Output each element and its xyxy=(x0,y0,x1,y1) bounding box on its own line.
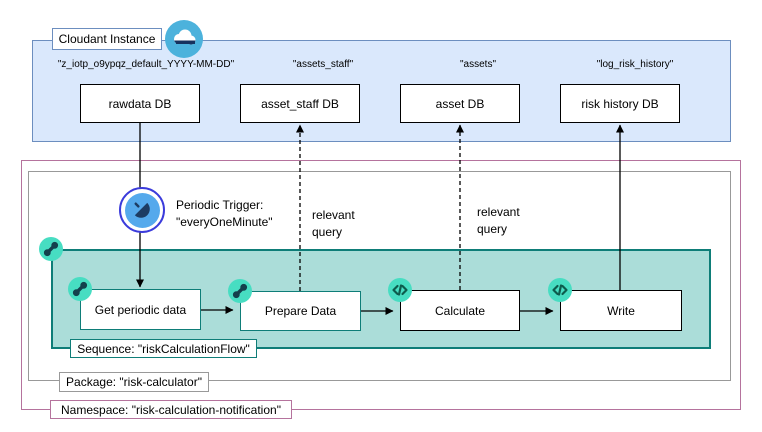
db-tag-assets-staff: "assets_staff" xyxy=(292,59,354,70)
step-label: Write xyxy=(607,303,635,318)
db-tag-rawdata: "z_iotp_o9ypqz_default_YYYY-MM-DD" xyxy=(57,59,235,70)
db-tag-assets: "assets" xyxy=(459,59,497,70)
package-plate: Package: "risk-calculator" xyxy=(59,372,209,392)
namespace-label: Namespace: "risk-calculation-notificatio… xyxy=(61,402,281,417)
code-brackets-icon xyxy=(548,278,572,302)
cloudant-cloud-icon xyxy=(165,20,203,58)
db-box-asset: asset DB xyxy=(400,84,520,123)
sequence-plate: Sequence: "riskCalculationFlow" xyxy=(70,339,257,358)
namespace-plate: Namespace: "risk-calculation-notificatio… xyxy=(50,400,292,419)
linked-nodes-icon xyxy=(228,279,252,303)
cloudant-instance-plate: Cloudant Instance xyxy=(52,28,162,50)
step-box-prepare-data: Prepare Data xyxy=(240,291,361,331)
step-box-write: Write xyxy=(560,290,682,331)
periodic-trigger-icon xyxy=(119,187,165,233)
step-label: Calculate xyxy=(434,303,486,318)
db-box-rawdata: rawdata DB xyxy=(80,84,200,123)
step-box-get-periodic-data: Get periodic data xyxy=(80,289,201,330)
db-tag-log-risk-history: "log_risk_history" xyxy=(596,59,674,70)
sequence-label: Sequence: "riskCalculationFlow" xyxy=(77,341,250,356)
relevant-query-label-right: relevant query xyxy=(477,205,520,236)
satellite-dish-icon xyxy=(124,192,160,228)
db-box-risk-history: risk history DB xyxy=(560,84,680,123)
periodic-trigger-label: Periodic Trigger: "everyOneMinute" xyxy=(176,198,273,229)
db-label-asset-staff: asset_staff DB xyxy=(261,96,339,111)
linked-nodes-icon xyxy=(68,277,92,301)
db-label-asset: asset DB xyxy=(435,96,485,111)
db-box-asset-staff: asset_staff DB xyxy=(240,84,360,123)
step-label: Prepare Data xyxy=(264,304,337,318)
linked-nodes-icon xyxy=(39,237,63,261)
code-brackets-icon xyxy=(388,278,412,302)
db-label-risk-history: risk history DB xyxy=(581,96,659,111)
cloudant-instance-title: Cloudant Instance xyxy=(58,32,156,46)
step-box-calculate: Calculate xyxy=(400,290,520,331)
relevant-query-label-left: relevant query xyxy=(312,208,355,239)
package-label: Package: "risk-calculator" xyxy=(66,375,202,389)
db-label-rawdata: rawdata DB xyxy=(108,96,172,111)
step-label: Get periodic data xyxy=(94,302,187,317)
